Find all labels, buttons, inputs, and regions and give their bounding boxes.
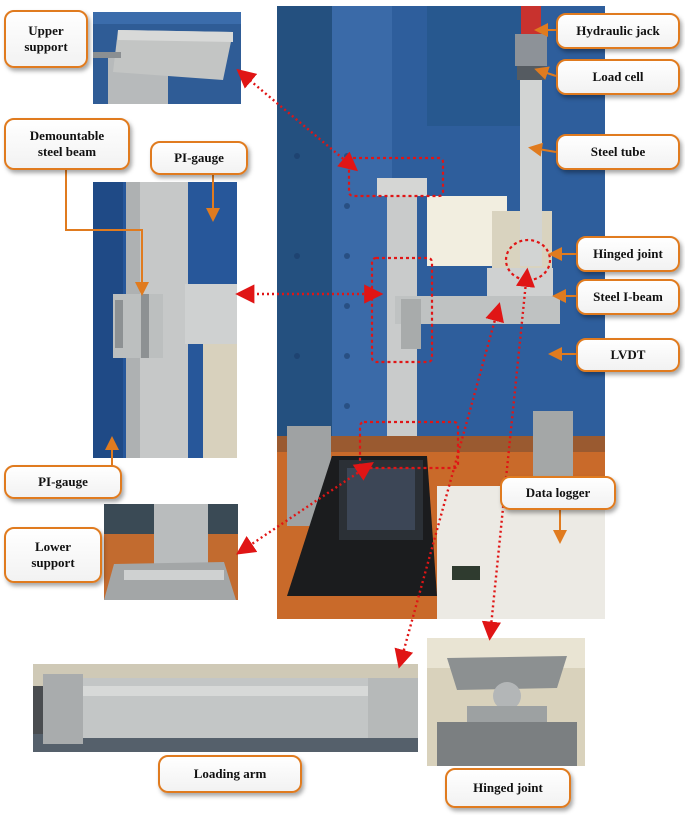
label-load-cell: Load cell	[556, 59, 680, 95]
lower-support-photo	[104, 504, 238, 600]
label-demountable-beam: Demountable steel beam	[4, 118, 130, 170]
label-hydraulic-jack: Hydraulic jack	[556, 13, 680, 49]
label-pi-gauge-bottom: PI-gauge	[4, 465, 122, 499]
label-data-logger: Data logger	[500, 476, 616, 510]
label-steel-i-beam: Steel I-beam	[576, 279, 680, 315]
upper-support-photo	[93, 12, 241, 104]
label-steel-tube: Steel tube	[556, 134, 680, 170]
label-hinged-joint-detail: Hinged joint	[445, 768, 571, 808]
loading-arm-photo	[33, 664, 418, 752]
beam-detail-photo	[93, 182, 237, 458]
label-loading-arm: Loading arm	[158, 755, 302, 793]
label-lower-support: Lower support	[4, 527, 102, 583]
label-hinged-joint-main: Hinged joint	[576, 236, 680, 272]
label-upper-support: Upper support	[4, 10, 88, 68]
label-pi-gauge-top: PI-gauge	[150, 141, 248, 175]
hinged-joint-photo	[427, 638, 585, 766]
main-setup-photo	[277, 6, 605, 619]
label-lvdt: LVDT	[576, 338, 680, 372]
